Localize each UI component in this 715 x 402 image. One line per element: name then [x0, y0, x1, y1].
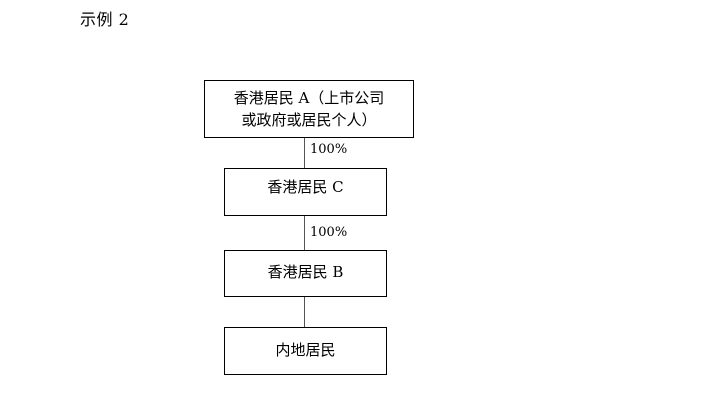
edge-label-a-to-c: 100%	[310, 142, 348, 157]
node-mainland-resident: 内地居民	[224, 327, 387, 375]
edge-label-c-to-b: 100%	[310, 225, 348, 240]
node-hong-kong-resident-a: 香港居民 A（上市公司 或政府或居民个人）	[204, 80, 414, 138]
connector-c-to-b	[304, 216, 305, 250]
page-title: 示例 2	[80, 10, 130, 29]
connector-a-to-c	[304, 138, 305, 168]
node-hong-kong-resident-c: 香港居民 C	[224, 168, 387, 216]
connector-b-to-mainland-resident	[304, 297, 305, 327]
node-hong-kong-resident-b: 香港居民 B	[224, 250, 387, 297]
